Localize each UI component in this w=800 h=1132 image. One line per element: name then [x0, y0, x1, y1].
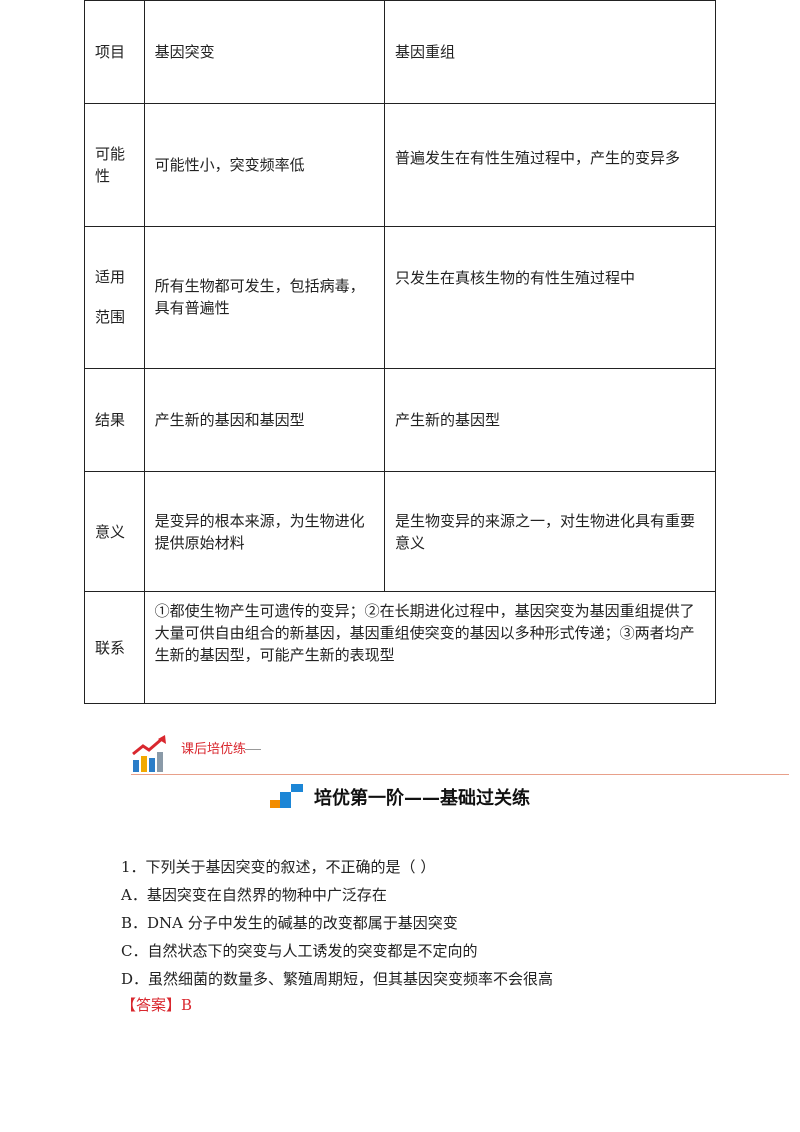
- row-label: 联系: [84, 591, 145, 704]
- answer-text: 【答案】B: [121, 996, 193, 1014]
- cell-mutation: 可能性小，突变频率低: [143, 103, 386, 227]
- table-row: 意义 是变异的根本来源，为生物进化提供原始材料 是生物变异的来源之一，对生物进化…: [84, 470, 716, 593]
- section-header: 课后培优练: [131, 734, 789, 778]
- row-label: 可能性: [84, 103, 145, 227]
- stairs-icon: [270, 784, 303, 808]
- table-row: 适用 范围 所有生物都可发生，包括病毒，具有普遍性 只发生在真核生物的有性生殖过…: [84, 225, 716, 369]
- table-row: 可能性 可能性小，突变频率低 普遍发生在有性生殖过程中，产生的变异多: [84, 103, 716, 227]
- cell-relation: ①都使生物产生可遗传的变异；②在长期进化过程中，基因突变为基因重组提供了大量可供…: [143, 591, 717, 704]
- header-recombination: 基因重组: [384, 0, 716, 105]
- comparison-table: 项目 基因突变 基因重组 可能性 可能性小，突变频率低 普遍发生在有性生殖过程中…: [84, 0, 717, 704]
- table-row: 项目 基因突变 基因重组: [84, 0, 716, 105]
- option-a: A．基因突变在自然界的物种中广泛存在: [121, 886, 387, 904]
- row-label-line2: 范围: [95, 308, 126, 327]
- practice-heading: 培优第一阶——基础过关练: [0, 784, 800, 824]
- bar-chart-arrow-icon: [132, 735, 166, 772]
- row-label-line1: 适用: [95, 268, 126, 287]
- row-label: 项目: [84, 0, 145, 105]
- option-b: B．DNA 分子中发生的碱基的改变都属于基因突变: [121, 914, 458, 932]
- section-divider: [131, 774, 789, 775]
- cell-recombination: 只发生在真核生物的有性生殖过程中: [384, 225, 716, 369]
- cell-recombination: 产生新的基因型: [384, 367, 716, 472]
- cell-recombination: 普遍发生在有性生殖过程中，产生的变异多: [384, 103, 716, 227]
- option-c: C．自然状态下的突变与人工诱发的突变都是不定向的: [121, 942, 478, 960]
- cell-recombination: 是生物变异的来源之一，对生物进化具有重要意义: [384, 470, 716, 593]
- row-label: 意义: [84, 470, 145, 593]
- title-underline: [245, 749, 261, 750]
- header-mutation: 基因突变: [143, 0, 386, 105]
- cell-mutation: 是变异的根本来源，为生物进化提供原始材料: [143, 470, 386, 593]
- heading-text: 培优第一阶——基础过关练: [314, 788, 530, 809]
- table-row: 结果 产生新的基因和基因型 产生新的基因型: [84, 367, 716, 472]
- section-title: 课后培优练: [181, 742, 247, 757]
- option-d: D．虽然细菌的数量多、繁殖周期短，但其基因突变频率不会很高: [121, 970, 554, 988]
- question-stem: 1．下列关于基因突变的叙述，不正确的是（ ）: [121, 858, 436, 876]
- table-row: 联系 ①都使生物产生可遗传的变异；②在长期进化过程中，基因突变为基因重组提供了大…: [84, 591, 717, 704]
- cell-mutation: 产生新的基因和基因型: [143, 367, 386, 472]
- row-label: 结果: [84, 367, 145, 472]
- row-label: 适用 范围: [84, 225, 145, 369]
- cell-mutation: 所有生物都可发生，包括病毒，具有普遍性: [143, 225, 386, 369]
